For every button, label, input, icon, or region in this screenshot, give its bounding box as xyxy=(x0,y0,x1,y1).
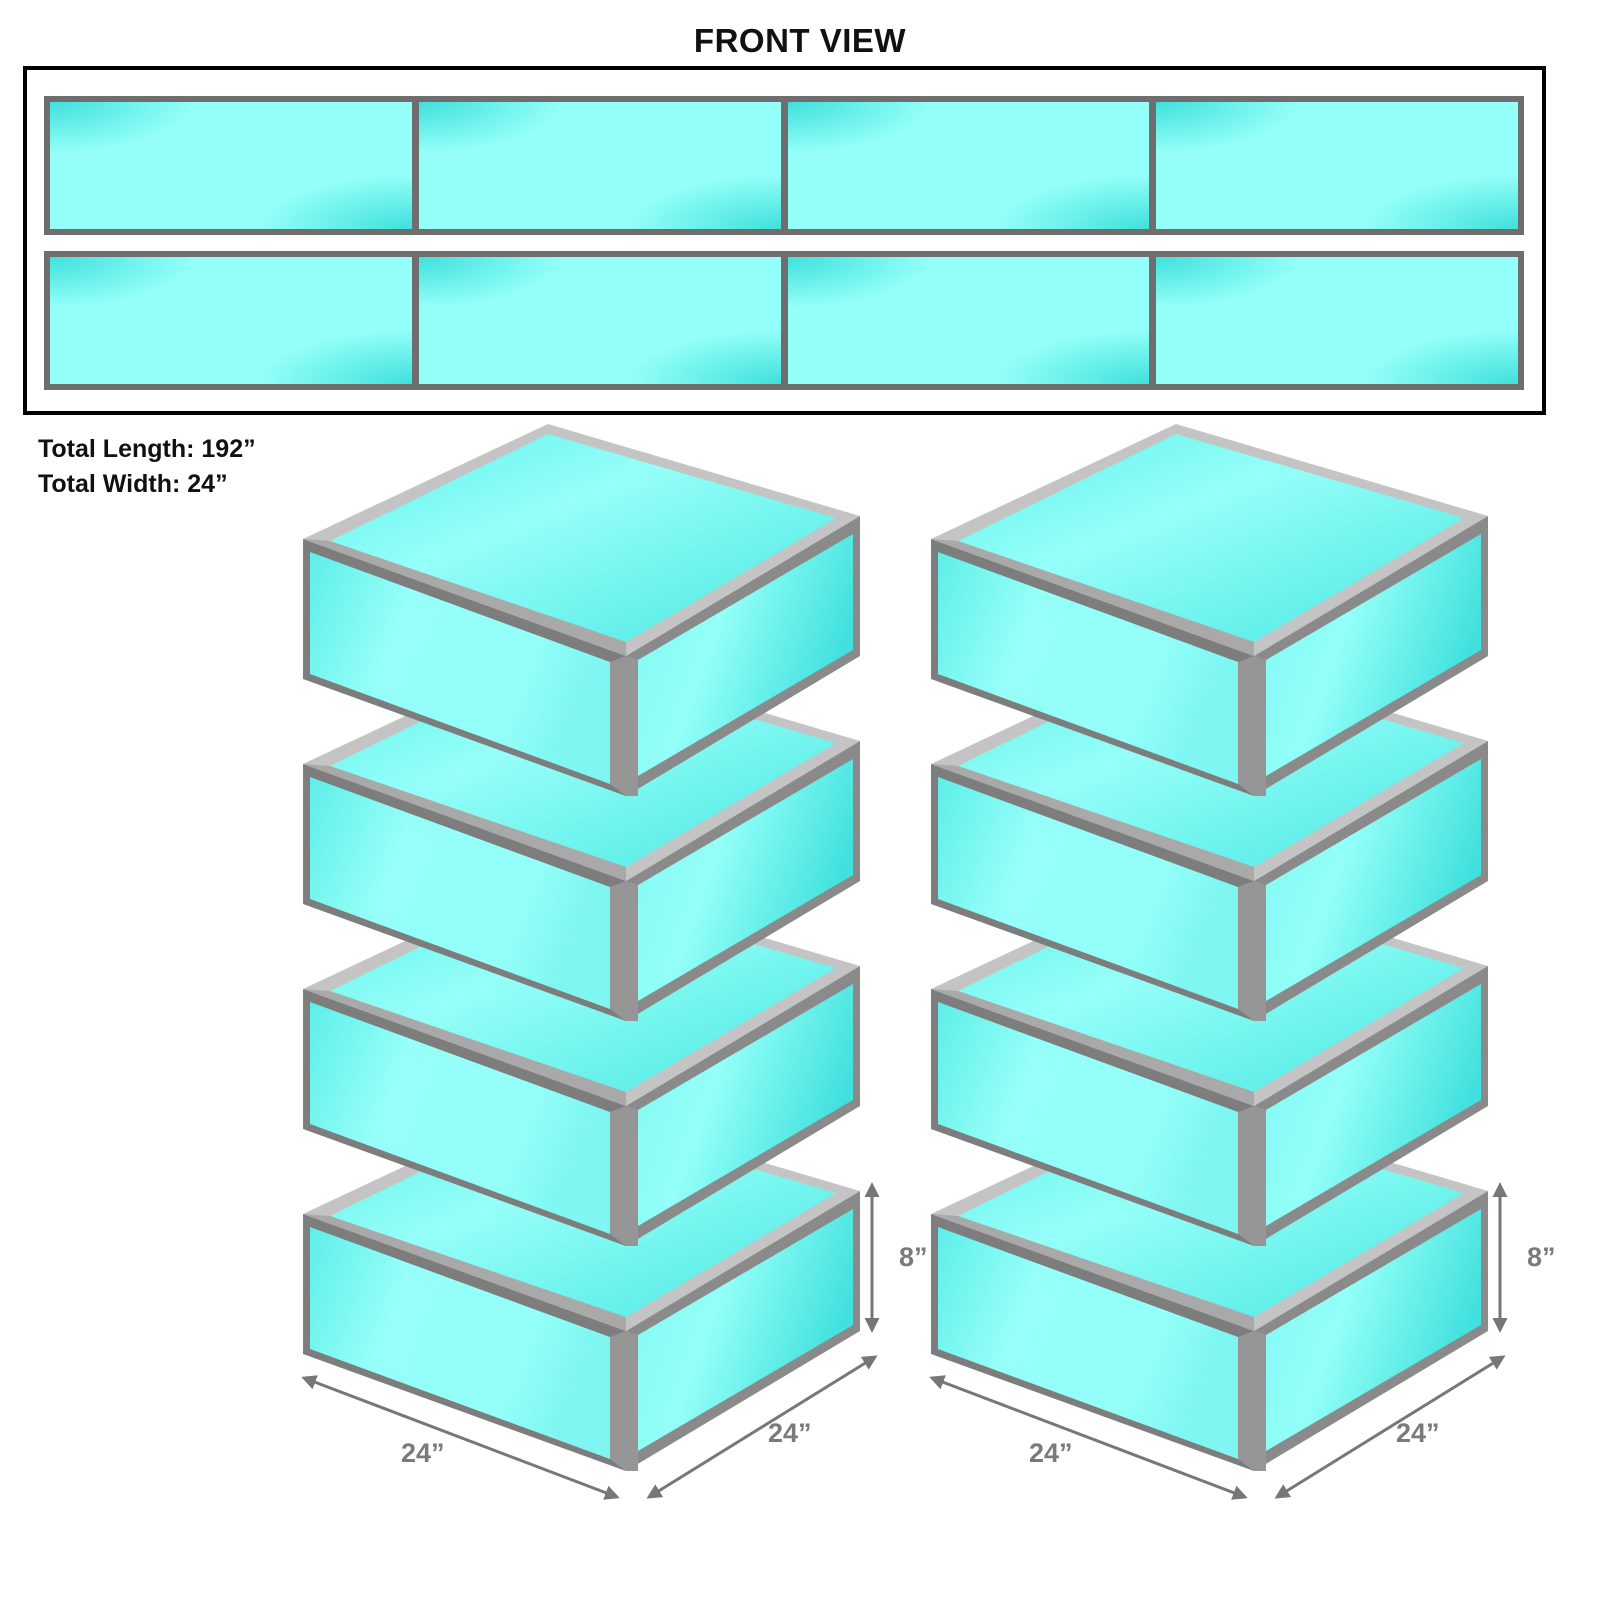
total-width-label: Total Width: 24” xyxy=(38,470,228,498)
totals: Total Length: 192” Total Width: 24” xyxy=(38,432,256,502)
length-arrow-icon xyxy=(929,1375,1248,1500)
length-label: 24” xyxy=(401,1438,445,1468)
front-panel xyxy=(50,102,412,229)
front-panel xyxy=(418,102,781,229)
front-panel xyxy=(50,257,412,384)
depth-arrow-icon xyxy=(646,1355,878,1499)
front-panel xyxy=(787,257,1150,384)
left-dimensions: 8” 24” 24” xyxy=(301,1182,928,1500)
front-panel xyxy=(1156,102,1518,229)
height-label: 8” xyxy=(899,1242,928,1272)
total-length-label: Total Length: 192” xyxy=(38,435,256,463)
front-view-title: FRONT VIEW xyxy=(693,22,907,59)
right-stack xyxy=(931,424,1488,1471)
height-label: 8” xyxy=(1527,1242,1556,1272)
right-dimensions: 8” 24” 24” xyxy=(929,1182,1556,1500)
front-panel xyxy=(787,102,1150,229)
length-arrow-icon xyxy=(301,1375,620,1500)
front-view-row-1 xyxy=(44,96,1524,235)
front-view-frame xyxy=(23,66,1546,415)
front-panel xyxy=(1156,257,1518,384)
depth-arrow-icon xyxy=(1274,1355,1506,1499)
left-stack xyxy=(303,424,860,1471)
front-panel xyxy=(418,257,781,384)
length-label: 24” xyxy=(1029,1438,1073,1468)
front-view-row-2 xyxy=(44,251,1524,390)
depth-label: 24” xyxy=(768,1418,812,1448)
depth-label: 24” xyxy=(1396,1418,1440,1448)
